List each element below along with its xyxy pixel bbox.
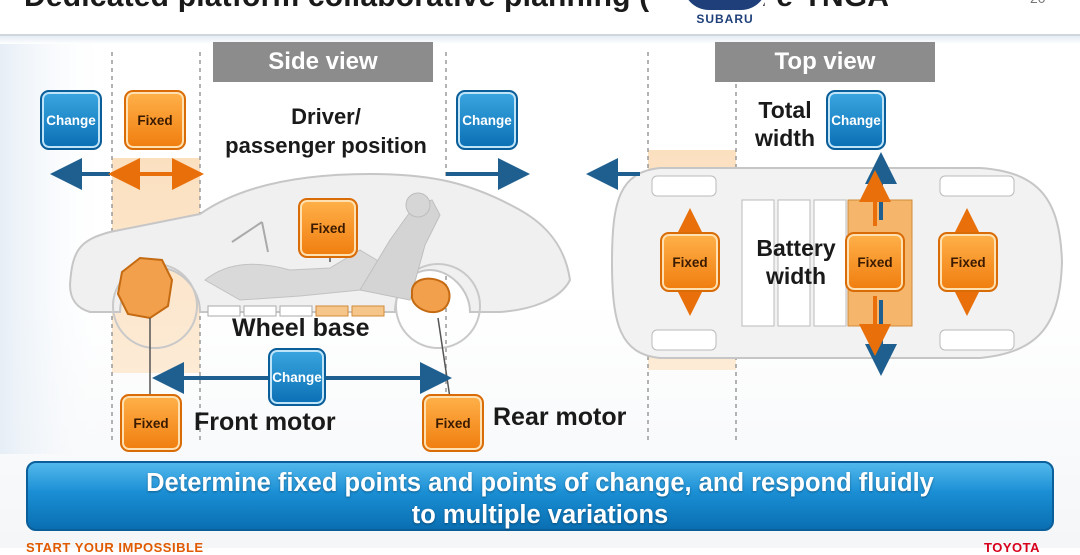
- top-view-header: Top view: [715, 42, 935, 82]
- fixed-tag-front-motor: Fixed: [120, 394, 182, 452]
- panel-shade: [0, 36, 1080, 44]
- fixed-tag-top-front: Fixed: [660, 232, 720, 292]
- fixed-tag-driver-position: Fixed: [298, 198, 358, 258]
- fixed-tag-battery: Fixed: [845, 232, 905, 292]
- slide-title: Dedicated platform collaborative plannin…: [24, 0, 889, 14]
- change-tag-front-overhang: Change: [40, 90, 102, 150]
- driver-position-label: Driver/ passenger position: [225, 104, 427, 158]
- rear-motor-label: Rear motor: [493, 403, 627, 431]
- battery-width-label: Battery width: [756, 235, 836, 289]
- rear-motor-shape: [411, 277, 451, 314]
- banner-line-2: to multiple variations: [411, 501, 669, 529]
- page-number: 20: [1030, 0, 1046, 6]
- change-tag-total-width: Change: [826, 90, 886, 150]
- change-tag-wheel-base: Change: [268, 348, 326, 406]
- wheel-base-label: Wheel base: [232, 314, 370, 342]
- banner-line-1: Determine fixed points and points of cha…: [146, 469, 934, 497]
- change-tag-rear-overhang: Change: [456, 90, 518, 150]
- summary-banner-text: Determine fixed points and points of cha…: [28, 467, 1052, 531]
- title-divider: [0, 34, 1080, 36]
- rear-wheel: [395, 263, 481, 349]
- front-motor-label: Front motor: [194, 408, 336, 436]
- summary-banner: Determine fixed points and points of cha…: [26, 461, 1054, 531]
- total-width-label: Total width: [754, 97, 816, 151]
- subaru-logo-text: SUBARU: [696, 12, 754, 26]
- side-view-header: Side view: [213, 42, 433, 82]
- fixed-tag-rear-motor: Fixed: [422, 394, 484, 452]
- front-motor-shape: [116, 256, 174, 320]
- subaru-star-oval: [683, 0, 767, 10]
- subaru-logo: SUBARU: [683, 0, 767, 30]
- fixed-tag-front-motor-zone: Fixed: [124, 90, 186, 150]
- fixed-tag-top-rear: Fixed: [938, 232, 998, 292]
